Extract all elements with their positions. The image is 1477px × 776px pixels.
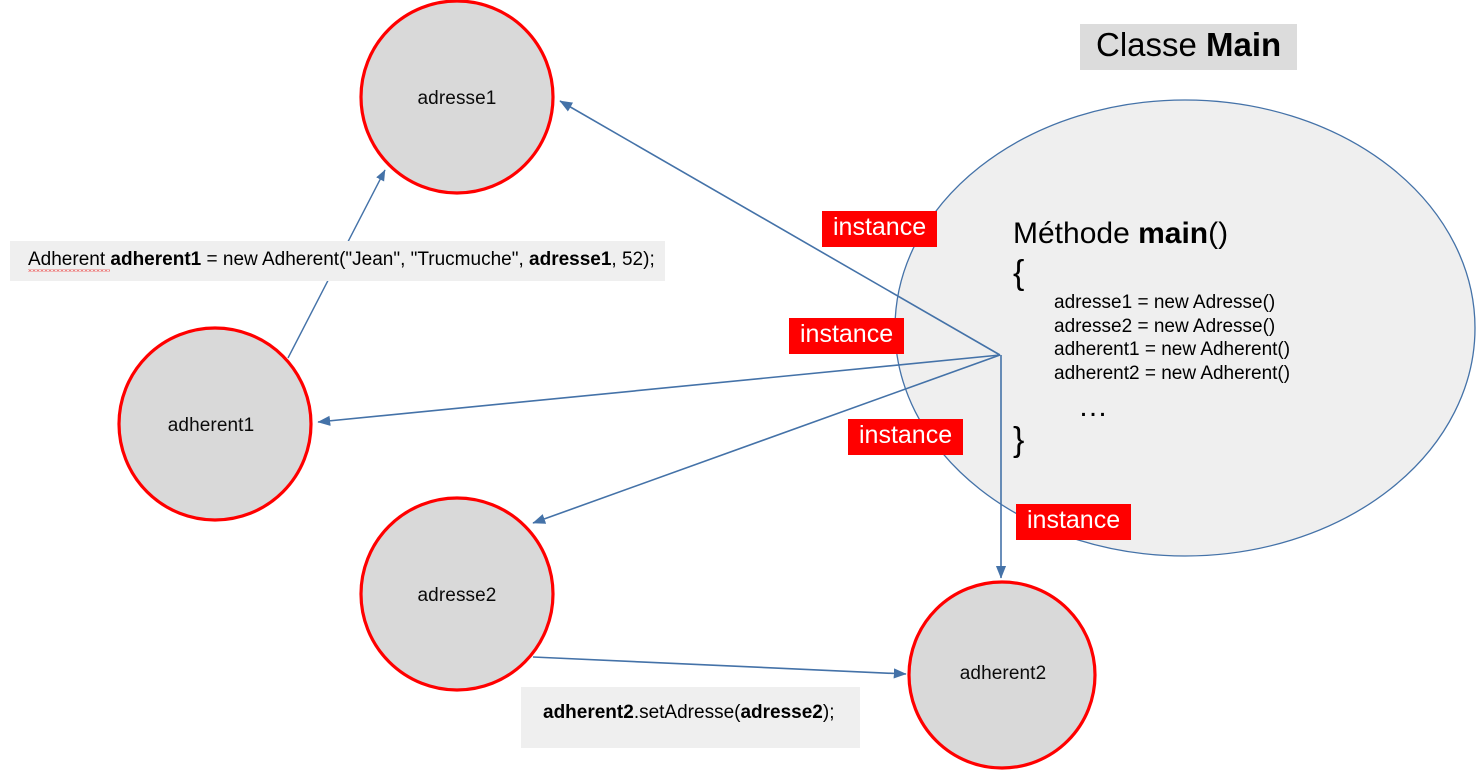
method-prefix: Méthode	[1013, 217, 1139, 250]
code1-part-3: adresse1	[529, 249, 612, 270]
code-line-3: adherent1 = new Adherent()	[1054, 339, 1291, 360]
node-label-adherent1: adherent1	[167, 415, 255, 436]
code1-part-2: = new Adherent("Jean", "Trucmuche",	[201, 249, 530, 270]
node-label-adresse2: adresse2	[417, 585, 497, 606]
node-adherent2[interactable]	[907, 580, 1097, 770]
method-parens: ()	[1208, 217, 1229, 250]
arrow-to-adresse1	[559, 100, 1001, 356]
node-adresse1[interactable]	[359, 0, 555, 195]
code-line-2: adresse2 = new Adresse()	[1054, 315, 1276, 337]
instance-badge-1: instance	[822, 211, 938, 247]
instance-badge-3: instance	[848, 419, 964, 455]
method-open-brace: {	[1013, 254, 1025, 292]
arrow-to-adherent1	[317, 354, 1001, 426]
code2-part-0: adherent2	[543, 702, 634, 723]
arrow-to-adresse2	[532, 354, 1001, 524]
code-box-constructor: Adherent adherent1 = new Adherent("Jean"…	[10, 241, 665, 281]
code-ellipsis: …	[1078, 390, 1110, 423]
method-body-code: adresse1 = new Adresse() adresse2 = new …	[1054, 291, 1290, 385]
method-close-brace: }	[1013, 421, 1025, 459]
node-adherent1[interactable]	[117, 326, 313, 522]
code1-part-4: , 52);	[611, 249, 655, 270]
code1-part-0: Adherent	[28, 249, 111, 270]
arrow-adresse2-to-adherent2	[532, 656, 907, 679]
node-label-adresse1: adresse1	[417, 88, 497, 109]
instance-arrows	[317, 100, 1007, 579]
node-adresse2[interactable]	[359, 496, 555, 692]
method-name: main	[1138, 217, 1209, 250]
method-signature: Méthode main()	[1013, 216, 1228, 251]
code-box-setadresse: adherent2.setAdresse(adresse2);	[521, 687, 861, 748]
code2-part-2: adresse2	[740, 702, 823, 723]
instance-badge-4: instance	[1016, 504, 1132, 540]
object-nodes	[117, 0, 1097, 770]
node-label-adherent2: adherent2	[959, 663, 1047, 684]
instance-badge-2: instance	[789, 318, 905, 354]
class-title-badge: Classe Main	[1080, 24, 1298, 70]
class-title-name: Main	[1206, 26, 1282, 63]
code2-part-1: .setAdresse(	[633, 702, 741, 723]
code-line-1: adresse1 = new Adresse()	[1054, 292, 1276, 313]
code-line-4: adherent2 = new Adherent()	[1054, 362, 1291, 384]
code1-part-1: adherent1	[110, 249, 202, 270]
code2-part-3: );	[822, 702, 835, 723]
class-title-prefix: Classe	[1096, 26, 1207, 63]
